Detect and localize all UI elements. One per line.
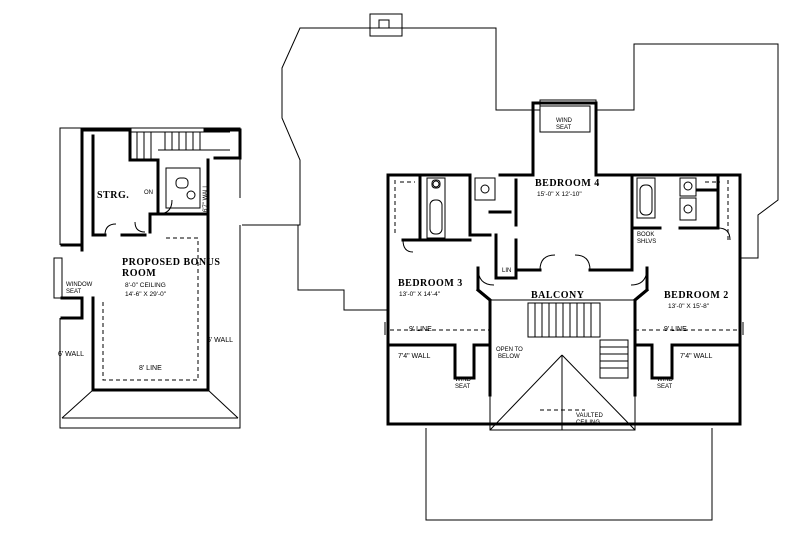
upper-floor-labels: BEDROOM 4 15'-0" X 12'-10" BEDROOM 3 13'… (398, 118, 729, 426)
book-shelves-1: BOOK (637, 232, 654, 238)
bonus-room-labels: PROPOSED BONUS ROOM 8'-0" CEILING 14'-6"… (58, 184, 233, 372)
upper-stairs (527, 302, 629, 379)
vaulted-ceiling-1: VAULTED (576, 413, 603, 419)
bonus-room-ceiling: 8'-0" CEILING (125, 282, 166, 289)
bedroom2-name: BEDROOM 2 (664, 290, 729, 301)
book-shelves-2: SHLVS (637, 239, 656, 245)
bonus-room-block (53, 127, 242, 429)
wall-74-left: 7'4" WALL (398, 353, 430, 360)
linen-label: LIN (502, 268, 511, 274)
line-9ft-left: 9' LINE (409, 326, 432, 333)
bonus-67-wall: 6'7" WALL (203, 184, 209, 212)
bonus-room-title-2: ROOM (122, 268, 156, 279)
line-9ft-right: 9' LINE (664, 326, 687, 333)
bonus-room-size: 14'-6" X 29'-0" (125, 291, 167, 298)
open-to-below-2: BELOW (498, 354, 520, 360)
roof-outline (242, 13, 779, 521)
vaulted-ceiling-2: CEILING (576, 420, 600, 426)
bonus-on-label: ON (144, 190, 153, 196)
open-to-below-1: OPEN TO (496, 347, 523, 353)
bedroom4-name: BEDROOM 4 (535, 178, 600, 189)
upper-floor-block (384, 101, 744, 431)
window-seat-top-2: SEAT (556, 125, 572, 131)
bonus-8ft-line: 8' LINE (139, 365, 162, 372)
window-seat-left-2: SEAT (455, 384, 471, 390)
bedroom2-size: 13'-0" X 15'-8" (668, 303, 710, 310)
bonus-room-title: PROPOSED BONUS (122, 257, 220, 268)
window-seat-right-2: SEAT (657, 384, 673, 390)
window-seat-top-1: WIND (556, 118, 573, 124)
bonus-6ft-wall-right: 6' WALL (207, 337, 233, 344)
window-seat-left-1: WIND (455, 377, 472, 383)
bonus-window-seat-2: SEAT (66, 289, 82, 295)
wall-74-right: 7'4" WALL (680, 353, 712, 360)
storage-label: STRG. (97, 190, 129, 201)
bonus-6ft-wall-left: 6' WALL (58, 351, 84, 358)
bedroom4-size: 15'-0" X 12'-10" (537, 191, 582, 198)
balcony-label: BALCONY (531, 290, 585, 301)
window-seat-right-1: WIND (657, 377, 674, 383)
bedroom3-name: BEDROOM 3 (398, 278, 463, 289)
bonus-stairs (130, 131, 230, 160)
bedroom3-size: 13'-0" X 14'-4" (399, 291, 441, 298)
bonus-window-seat-1: WINDOW (66, 282, 93, 288)
